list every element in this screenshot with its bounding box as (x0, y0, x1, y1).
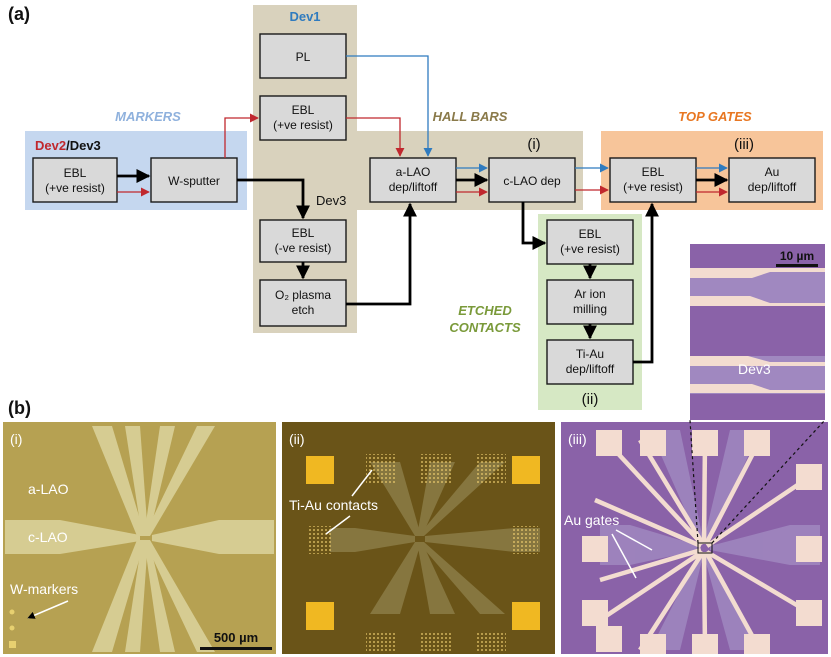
top-gates-label: TOP GATES (678, 109, 752, 124)
step-ar-milling: Ar ion milling (546, 279, 634, 325)
img2-arrow-top (351, 469, 373, 497)
img1-scale-label: 500 µm (214, 630, 258, 645)
step-ti-au: Ti-Au dep/liftoff (546, 339, 634, 385)
step-ebl-contacts: EBL (+ve resist) (546, 219, 634, 265)
img2-arrow-left (325, 515, 351, 535)
step-o2-etch: O₂ plasma etch (259, 279, 347, 327)
step-ebl-contacts-l1: EBL (579, 227, 602, 241)
etched-label-2: CONTACTS (449, 320, 521, 335)
arrow-red-wsputter-ebl (224, 113, 259, 158)
img1-alao-label: a-LAO (28, 481, 69, 497)
img3-arrow-1 (615, 529, 653, 551)
img1-clao-label: c-LAO (28, 529, 68, 545)
step-ebl-markers-l1: EBL (64, 166, 87, 180)
step-ti-au-l1: Ti-Au (576, 347, 604, 361)
step-ebl-gates-l2: (+ve resist) (623, 180, 683, 194)
arrow-black-clao-contacts (521, 202, 547, 250)
step-ebl-neg: EBL (-ve resist) (259, 219, 347, 263)
panel-a-label: (a) (8, 4, 30, 24)
dev2-arrows (117, 113, 728, 197)
arrow-black-o2-alao (346, 202, 417, 306)
step-ebl-contacts-l2: (+ve resist) (560, 242, 620, 256)
step-a-lao-l2: dep/liftoff (389, 180, 438, 194)
step-au-dep-l1: Au (765, 165, 780, 179)
step-ti-au-l2: dep/liftoff (566, 362, 615, 376)
img1-markers-arrow (27, 600, 69, 619)
img2-tag: (ii) (289, 431, 305, 447)
step-ebl-dev2-l2: (+ve resist) (273, 118, 333, 132)
arrow-red-ebl-alao (346, 117, 405, 157)
zoom-box (697, 542, 713, 554)
step-ebl-markers: EBL (+ve resist) (32, 157, 118, 203)
step-ebl-gates: EBL (+ve resist) (609, 157, 697, 203)
hall-bars-label: HALL BARS (433, 109, 508, 124)
step-au-dep: Au dep/liftoff (728, 157, 816, 203)
img3-arrow-2 (611, 533, 637, 579)
dev1-label: Dev1 (289, 9, 320, 24)
inset-micrograph: 10 µm Dev3 (690, 244, 825, 420)
step-number-i: (i) (527, 136, 540, 153)
step-c-lao-l1: c-LAO dep (503, 174, 561, 188)
dev2-label: Dev2 (35, 138, 66, 153)
step-ebl-neg-l1: EBL (292, 226, 315, 240)
step-number-ii: (ii) (582, 391, 599, 408)
step-w-sputter-l1: W-sputter (168, 174, 220, 188)
step-a-lao: a-LAO dep/liftoff (369, 157, 457, 203)
micrograph-i: (i) a-LAO c-LAO W-markers 500 µm (3, 422, 276, 654)
arrow-blue-pl-alao (346, 55, 433, 157)
step-a-lao-l1: a-LAO (396, 165, 431, 179)
step-number-iii: (iii) (734, 136, 754, 153)
arrow-black-tiau-gates (633, 202, 659, 364)
step-ebl-dev2-l1: EBL (292, 103, 315, 117)
inset-dev3-label: Dev3 (738, 361, 771, 377)
step-ebl-neg-l2: (-ve resist) (275, 241, 332, 255)
step-ar-milling-l1: Ar ion (574, 287, 605, 301)
dev-slash: / (66, 138, 70, 153)
step-ebl-dev2: EBL (+ve resist) (259, 95, 347, 141)
step-au-dep-l2: dep/liftoff (748, 180, 797, 194)
step-w-sputter: W-sputter (150, 157, 238, 203)
dev3-label: Dev3 (70, 138, 101, 153)
img3-tag: (iii) (568, 431, 587, 447)
img2-contacts-label: Ti-Au contacts (289, 497, 378, 513)
dev3-branch-label: Dev3 (316, 193, 346, 208)
step-o2-etch-l1: O₂ plasma (275, 288, 331, 302)
step-ar-milling-l2: milling (573, 302, 607, 316)
au-gate-lines (594, 438, 807, 652)
dev2-dev3-label: Dev2/Dev3 (35, 138, 101, 153)
img3-gates-label: Au gates (564, 512, 619, 528)
step-ebl-gates-l1: EBL (642, 165, 665, 179)
step-pl: PL (259, 33, 347, 79)
inset-scale-label: 10 µm (780, 249, 814, 263)
step-ebl-markers-l2: (+ve resist) (45, 181, 105, 195)
zoom-lines (689, 419, 826, 544)
step-o2-etch-l2: etch (292, 303, 315, 317)
dev3-arrows (117, 169, 729, 364)
micrograph-ii: (ii) Ti-Au contacts (282, 422, 555, 654)
img1-tag: (i) (10, 431, 22, 447)
arrow-black-wsputter-eblneg (237, 178, 310, 220)
step-pl-l1: PL (296, 50, 311, 64)
dev1-arrows (346, 55, 728, 173)
markers-label: MARKERS (115, 109, 181, 124)
img1-markers-label: W-markers (10, 581, 78, 597)
step-c-lao: c-LAO dep (488, 157, 576, 203)
panel-b-label: (b) (8, 398, 31, 418)
micrograph-iii: (iii) Au gates (561, 422, 828, 654)
etched-label-1: ETCHED (458, 303, 512, 318)
